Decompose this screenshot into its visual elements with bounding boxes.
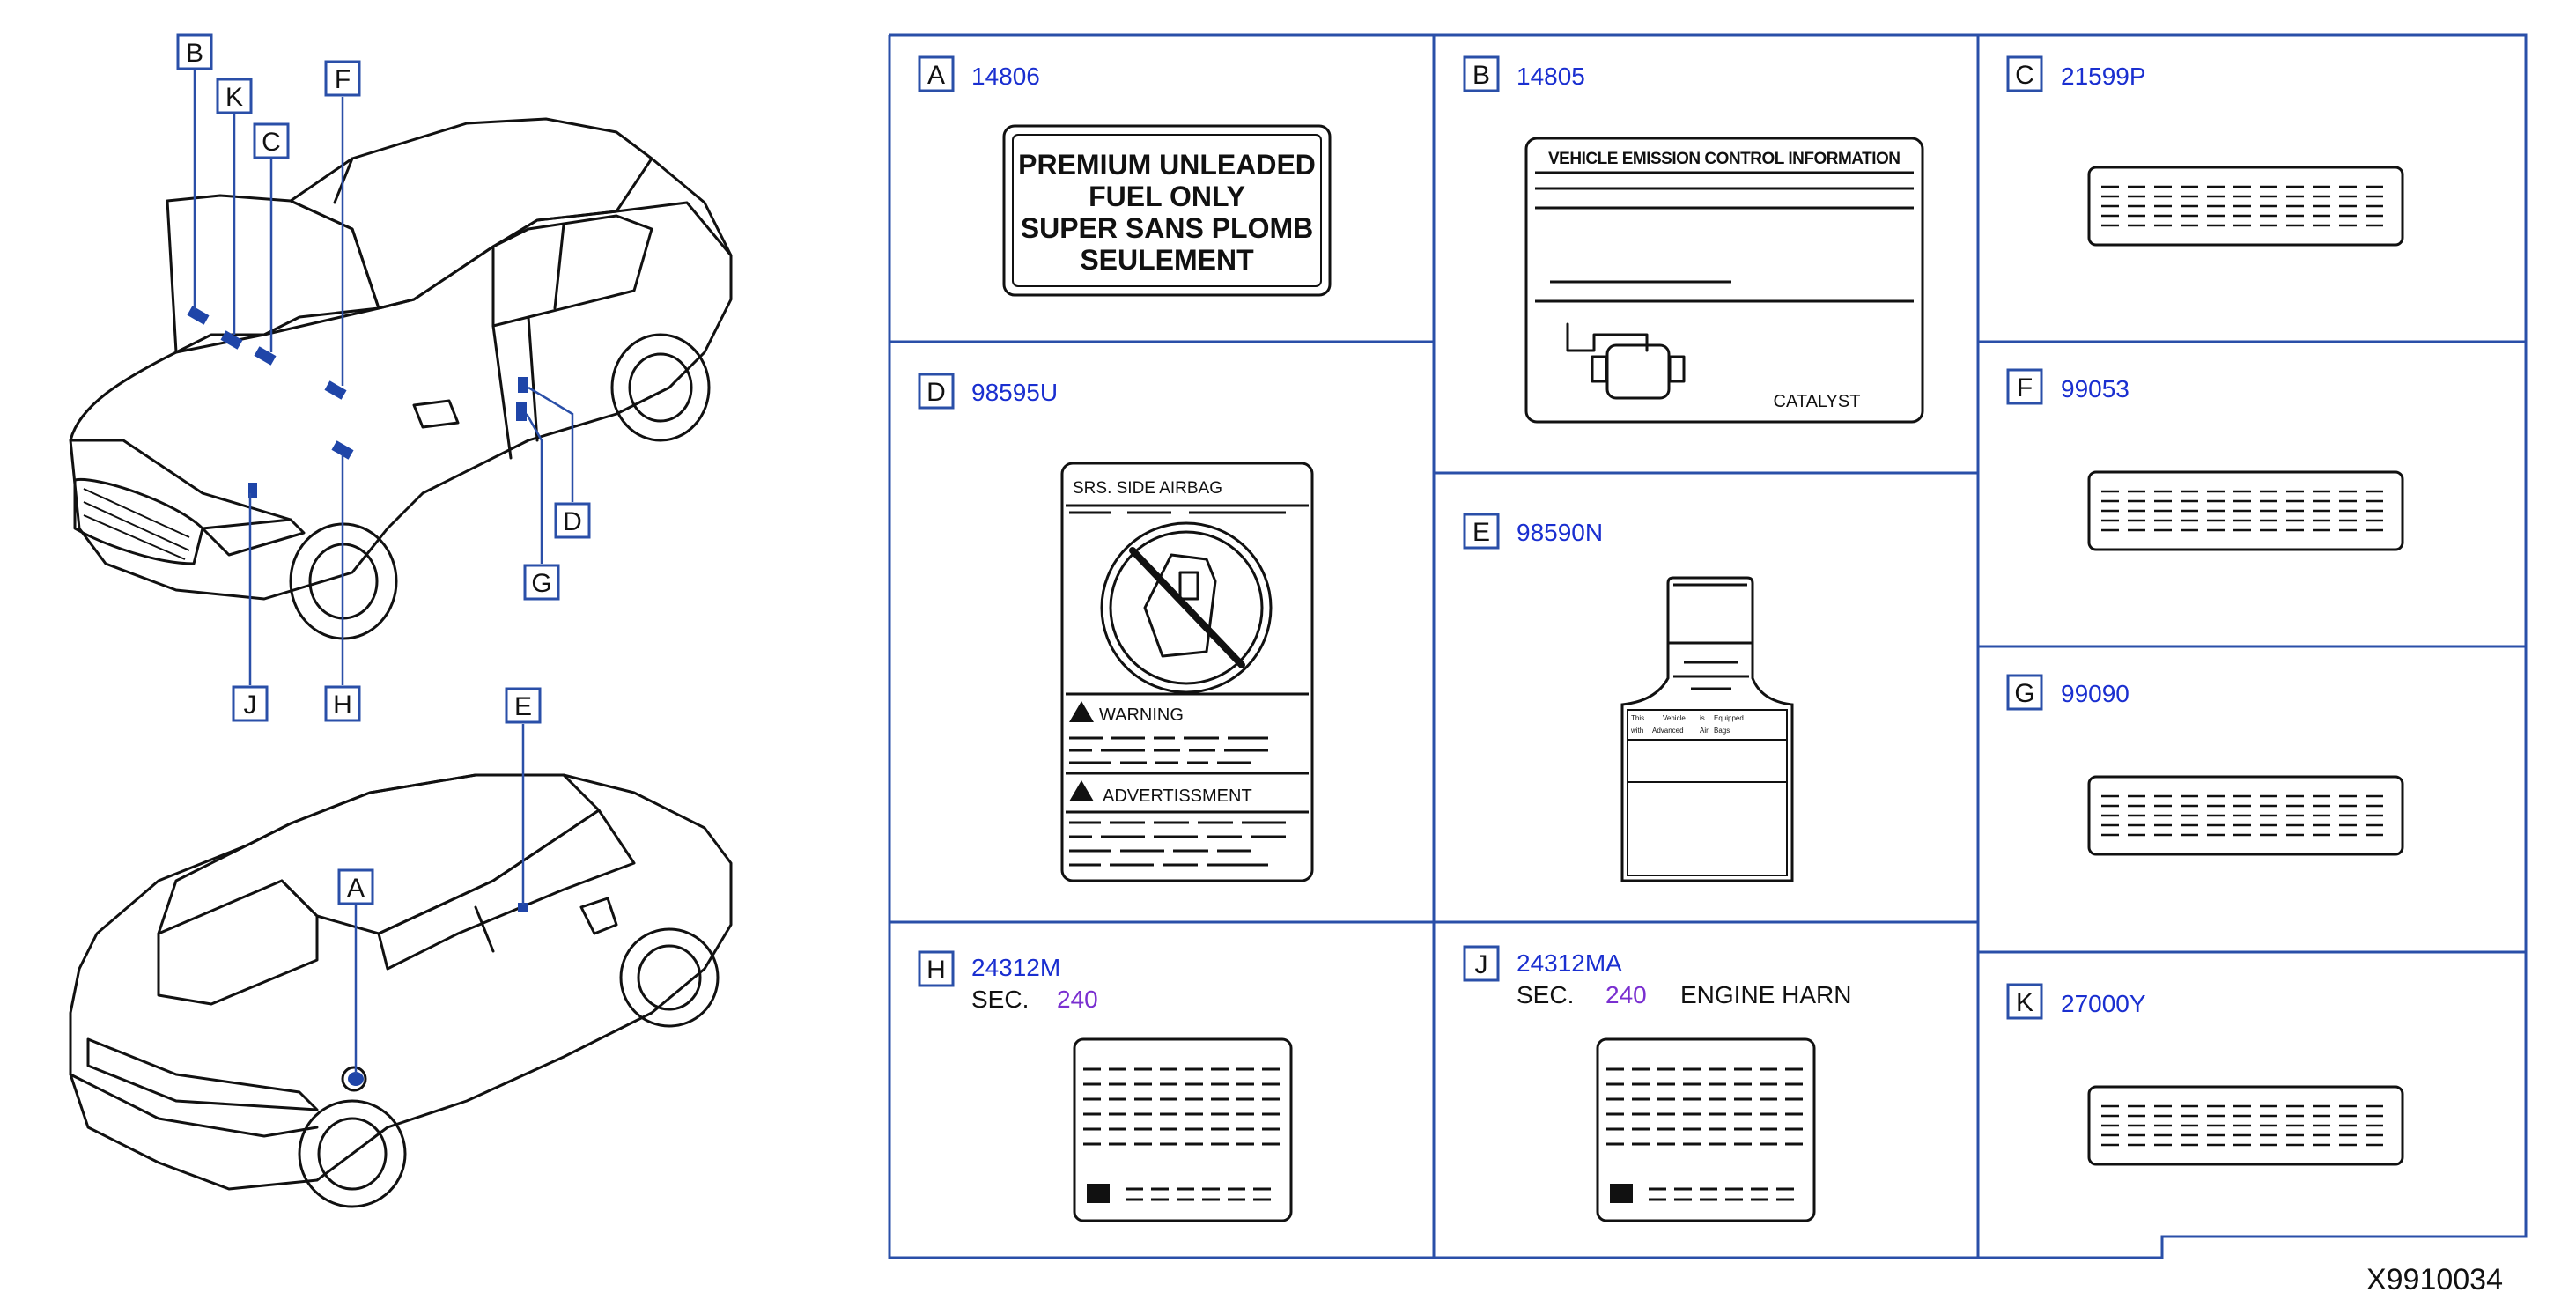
callout-C: C — [253, 122, 290, 159]
placeholder-label-C — [2087, 166, 2404, 247]
svg-text:Air: Air — [1700, 727, 1709, 735]
catalyst-icon — [1566, 322, 1686, 400]
svg-text:98590N: 98590N — [1517, 519, 1603, 546]
placeholder-label-F — [2087, 470, 2404, 551]
label-location-patches-front — [187, 306, 528, 498]
svg-text:24312M: 24312M — [971, 954, 1060, 981]
svg-text:WARNING: WARNING — [1099, 705, 1184, 725]
no-child-seat-icon — [1100, 521, 1273, 694]
placeholder-label-G — [2087, 775, 2404, 856]
svg-text:F: F — [335, 65, 351, 94]
svg-text:Equipped: Equipped — [1714, 714, 1744, 722]
callout-H: H — [324, 685, 361, 722]
callout-F: F — [324, 60, 361, 97]
svg-text:is: is — [1700, 714, 1705, 722]
svg-text:D: D — [926, 378, 946, 407]
svg-text:SEC.: SEC. — [1517, 981, 1574, 1008]
svg-text:99053: 99053 — [2061, 375, 2129, 402]
svg-text:C: C — [2015, 61, 2034, 90]
svg-text:14805: 14805 — [1517, 63, 1585, 90]
svg-text:Bags: Bags — [1714, 727, 1730, 735]
svg-text:H: H — [926, 956, 946, 985]
placeholder-label-K — [2087, 1085, 2404, 1166]
svg-text:SEULEMENT: SEULEMENT — [1080, 244, 1254, 276]
cell-C: C 21599P — [2006, 55, 2404, 247]
label-grid — [888, 33, 2528, 1259]
svg-text:D: D — [563, 507, 582, 536]
callout-E: E — [505, 687, 542, 724]
svg-text:14806: 14806 — [971, 63, 1040, 90]
fuel-label: PREMIUM UNLEADED FUEL ONLY SUPER SANS PL… — [1002, 124, 1332, 297]
airbag-hang-tag: This Vehicle is Equipped with Advanced A… — [1620, 576, 1794, 882]
cell-J: J 24312MA SEC. 240 ENGINE HARN — [1463, 945, 1851, 1222]
svg-text:PREMIUM UNLEADED: PREMIUM UNLEADED — [1018, 149, 1316, 181]
svg-text:A: A — [347, 874, 365, 903]
svg-text:CATALYST: CATALYST — [1774, 392, 1861, 411]
svg-text:B: B — [186, 39, 203, 68]
advert-icon — [1069, 780, 1094, 801]
label-black-marker — [1087, 1184, 1110, 1203]
cell-G: G 99090 — [2006, 674, 2404, 856]
svg-text:21599P: 21599P — [2061, 63, 2146, 90]
warning-icon — [1069, 701, 1094, 722]
harness-label-H — [1073, 1037, 1293, 1222]
leader-lines-rear — [354, 724, 525, 1074]
cell-H: H 24312M SEC. 240 — [918, 950, 1293, 1222]
svg-text:99090: 99090 — [2061, 680, 2129, 707]
callout-K: K — [216, 78, 253, 114]
callout-G: G — [523, 564, 560, 601]
svg-text:B: B — [1473, 61, 1490, 90]
svg-text:K: K — [225, 83, 243, 112]
svg-text:SUPER SANS PLOMB: SUPER SANS PLOMB — [1021, 212, 1313, 244]
cell-A: A 14806 PREMIUM UNLEADED FUEL ONLY SUPER… — [918, 55, 1332, 297]
svg-text:240: 240 — [1057, 986, 1098, 1013]
srs-airbag-label: SRS. SIDE AIRBAG WARNING — [1060, 462, 1314, 882]
advert-text-lines — [1069, 821, 1286, 867]
svg-text:G: G — [2014, 679, 2034, 708]
callout-B: B — [176, 33, 213, 70]
svg-text:This: This — [1631, 714, 1644, 722]
svg-text:27000Y: 27000Y — [2061, 990, 2146, 1017]
svg-text:SRS. SIDE AIRBAG: SRS. SIDE AIRBAG — [1073, 479, 1222, 498]
svg-text:98595U: 98595U — [971, 379, 1058, 406]
svg-text:240: 240 — [1605, 981, 1647, 1008]
svg-text:with: with — [1630, 727, 1643, 735]
leader-lines-front — [193, 69, 574, 685]
svg-text:Vehicle: Vehicle — [1663, 714, 1686, 722]
svg-text:E: E — [514, 692, 532, 721]
svg-text:J: J — [244, 690, 257, 720]
svg-text:ENGINE HARN: ENGINE HARN — [1680, 981, 1851, 1008]
cell-K: K 27000Y — [2006, 983, 2404, 1166]
svg-text:F: F — [2017, 373, 2033, 402]
label-location-patches-rear — [348, 903, 528, 1086]
svg-text:K: K — [2016, 988, 2033, 1017]
cell-B: B 14805 VEHICLE EMISSION CONTROL INFORMA… — [1463, 55, 1924, 424]
svg-text:J: J — [1475, 950, 1488, 979]
svg-text:A: A — [927, 61, 945, 90]
svg-text:Advanced: Advanced — [1652, 727, 1684, 735]
warning-text-lines — [1069, 736, 1268, 764]
svg-text:SEC.: SEC. — [971, 986, 1029, 1013]
label-black-marker — [1610, 1184, 1633, 1203]
svg-text:H: H — [333, 690, 352, 720]
svg-text:FUEL ONLY: FUEL ONLY — [1089, 181, 1245, 212]
cell-D: D 98595U SRS. SIDE AIRBAG WARNING — [918, 373, 1314, 882]
svg-text:24312MA: 24312MA — [1517, 949, 1622, 977]
svg-text:ADVERTISSMENT: ADVERTISSMENT — [1103, 786, 1252, 806]
svg-text:G: G — [531, 569, 551, 598]
front-car-illustration — [69, 117, 733, 640]
diagram-id: X9910034 — [2366, 1263, 2503, 1296]
callout-D: D — [554, 502, 591, 539]
rear-car-illustration — [69, 773, 733, 1208]
svg-text:E: E — [1473, 518, 1490, 547]
cell-F: F 99053 — [2006, 368, 2404, 551]
callout-A: A — [337, 868, 374, 905]
svg-text:C: C — [262, 128, 281, 157]
svg-text:VEHICLE EMISSION CONTROL INFOR: VEHICLE EMISSION CONTROL INFORMATION — [1548, 150, 1901, 168]
harness-label-J — [1596, 1037, 1816, 1222]
cell-E: E 98590N This Vehicle is Equipped with A… — [1463, 513, 1794, 882]
callout-J: J — [232, 685, 269, 722]
emission-label: VEHICLE EMISSION CONTROL INFORMATION CAT… — [1524, 137, 1924, 424]
